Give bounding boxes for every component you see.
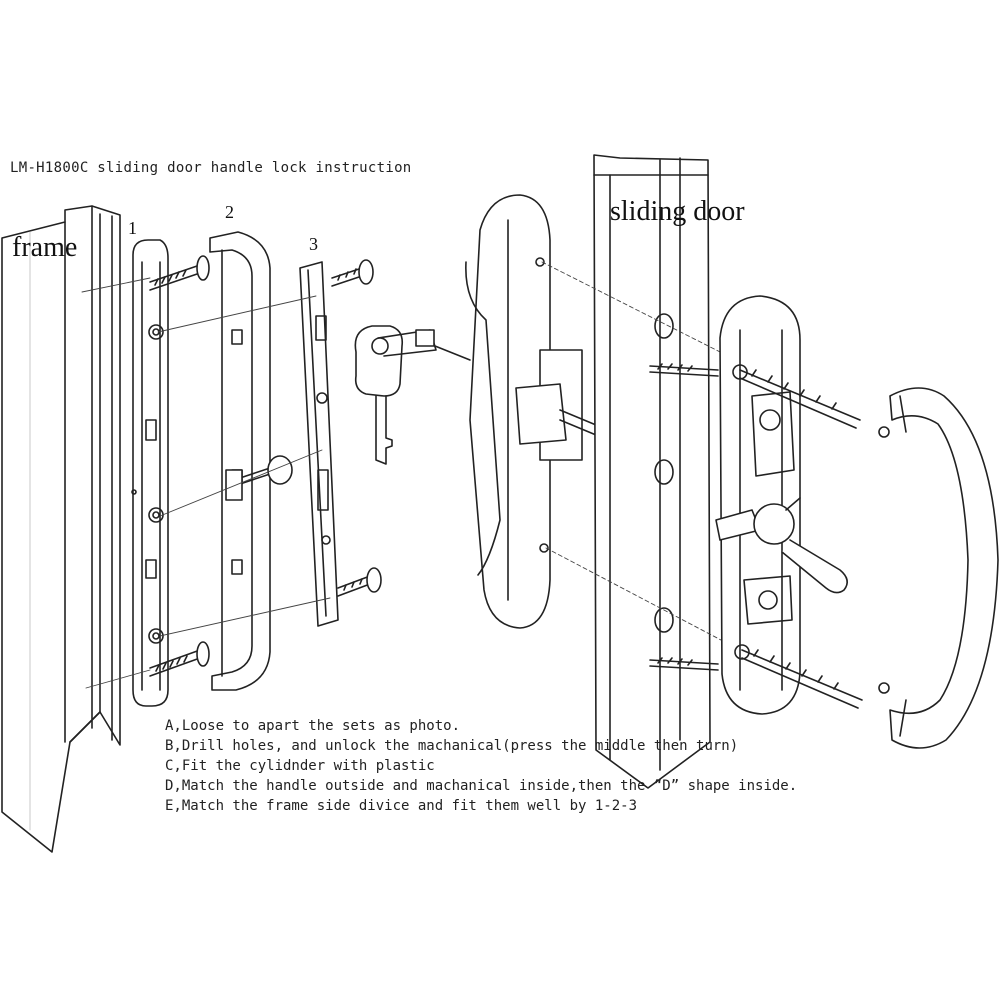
- door-screws: [649, 363, 719, 671]
- step-c: C,Fit the cylidnder with plastic: [165, 758, 435, 774]
- sliding-door-label: sliding door: [610, 196, 745, 227]
- screw-top-right: [331, 259, 374, 287]
- center-screw: [225, 455, 293, 501]
- part-number-1: 1: [128, 218, 137, 238]
- frame-label: frame: [12, 232, 78, 263]
- step-a: A,Loose to apart the sets as photo.: [165, 718, 461, 734]
- alignment-lines-right: [541, 261, 741, 651]
- instruction-title: LM-H1800C sliding door handle lock instr…: [10, 160, 412, 176]
- step-b: B,Drill holes, and unlock the machanical…: [165, 738, 739, 754]
- screw-bottom-left: [149, 641, 210, 677]
- pull-handle: [878, 387, 999, 749]
- frame-profile: [1, 205, 121, 853]
- key-icon: [354, 325, 471, 465]
- striker-plate-part-3: [299, 261, 339, 627]
- alignment-lines-left: [81, 277, 331, 689]
- thumb-turn-lever: [753, 497, 848, 594]
- sliding-door-profile: [593, 154, 711, 789]
- keeper-strip-part-1: [131, 239, 169, 707]
- screw-top-left: [149, 255, 210, 291]
- screw-bottom-right: [337, 567, 382, 597]
- step-e: E,Match the frame side divice and fit th…: [165, 798, 638, 814]
- part-number-2: 2: [225, 202, 234, 222]
- step-d: D,Match the handle outside and machanica…: [165, 778, 798, 794]
- part-number-3: 3: [309, 234, 318, 254]
- instruction-steps: A,Loose to apart the sets as photo. B,Dr…: [165, 716, 797, 816]
- d-bracket-part-2: [209, 231, 271, 691]
- long-bolts: [739, 369, 863, 709]
